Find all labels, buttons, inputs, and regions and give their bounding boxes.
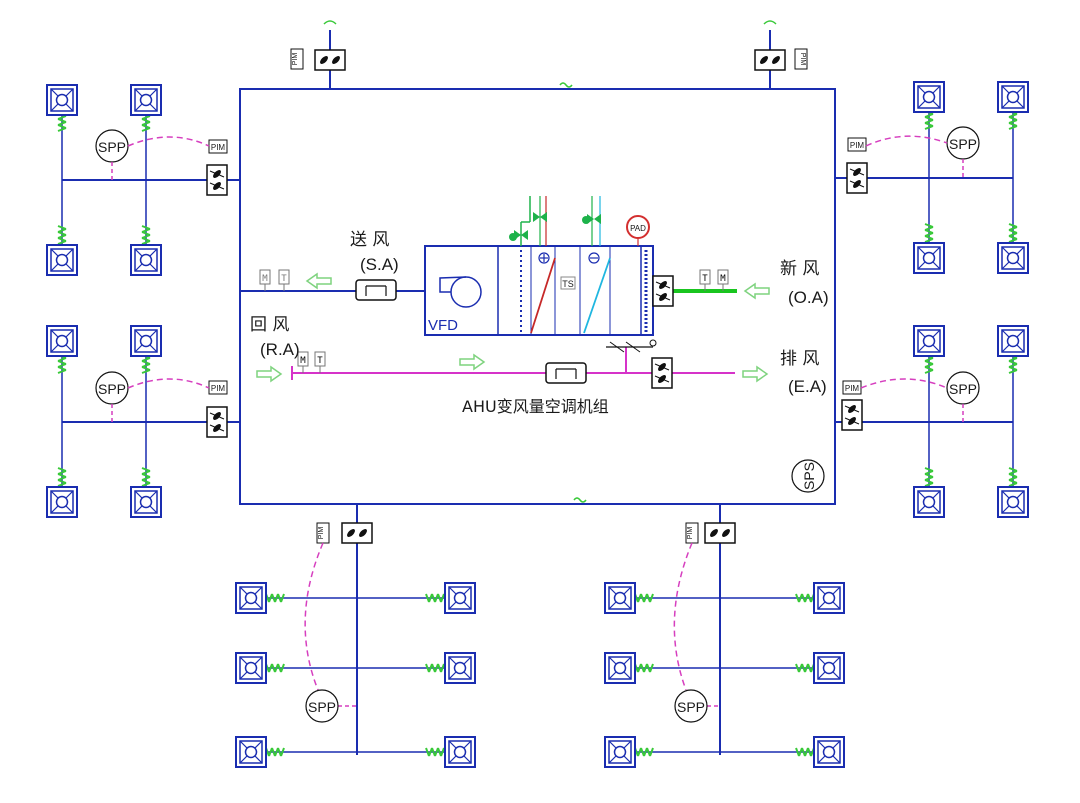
svg-text:PIM: PIM — [318, 527, 325, 540]
vav-terminal-icon — [46, 244, 78, 276]
pressure-sensor-icon: PAD — [626, 215, 650, 246]
zone-group-left-bottom: PIM SPP — [46, 325, 240, 518]
vav-terminal-icon — [913, 81, 945, 113]
vav-terminal-icon — [130, 244, 162, 276]
filter-icon — [355, 279, 397, 301]
vav-terminal-icon — [913, 242, 945, 274]
fresh-air-label: 新 风 — [780, 259, 819, 279]
svg-text:T: T — [317, 356, 323, 366]
vav-terminal-icon — [46, 84, 78, 116]
svg-text:SPP: SPP — [308, 699, 336, 715]
vav-terminal-icon — [604, 652, 636, 684]
zone-group-bottom-right: SPP — [604, 542, 845, 768]
supply-duct-loop — [239, 20, 836, 755]
svg-text:M: M — [300, 356, 306, 366]
vav-terminal-icon — [444, 652, 476, 684]
svg-text:PIM: PIM — [211, 384, 226, 393]
fresh-air-code: (O.A) — [788, 288, 829, 307]
svg-text:PIM: PIM — [292, 53, 299, 66]
vav-terminal-icon — [997, 81, 1029, 113]
vav-terminal-icon — [444, 736, 476, 768]
vav-terminal-icon — [130, 486, 162, 518]
svg-text:SPP: SPP — [98, 139, 126, 155]
vav-terminal-icon — [913, 325, 945, 357]
svg-text:PIM: PIM — [845, 384, 860, 393]
arrow-exhaust — [742, 366, 768, 382]
svg-text:SPP: SPP — [98, 381, 126, 397]
ahu-title: AHU变风量空调机组 — [462, 397, 609, 416]
vav-terminal-icon — [235, 652, 267, 684]
vav-terminal-icon — [444, 582, 476, 614]
zone-group-bottom-left: SPP — [235, 542, 476, 768]
svg-text:M: M — [262, 274, 268, 284]
exhaust-air-label: 排 风 — [780, 349, 819, 369]
filter-icon — [545, 362, 587, 384]
zone-group-right-bottom: PIM SPP — [835, 325, 1029, 518]
vav-terminal-icon — [235, 736, 267, 768]
vav-terminal-icon — [997, 242, 1029, 274]
pim-box-top-left: PIM — [290, 48, 304, 70]
svg-text:PIM: PIM — [850, 141, 865, 150]
arrow-supply — [306, 273, 332, 289]
return-air-label: 回 风 — [250, 315, 289, 335]
arrow-return — [256, 366, 282, 382]
damper-icon — [651, 357, 673, 389]
vav-terminal-icon — [604, 582, 636, 614]
vav-terminal-icon — [235, 582, 267, 614]
svg-text:T: T — [702, 274, 708, 284]
arrow-return-inner — [459, 354, 485, 370]
fan-icon — [439, 276, 482, 308]
vav-terminal-icon — [813, 582, 845, 614]
svg-text:PIM: PIM — [211, 143, 226, 152]
vav-terminal-icon — [813, 652, 845, 684]
vav-terminal-icon — [130, 84, 162, 116]
svg-text:VFD: VFD — [428, 317, 458, 334]
exhaust-air-code: (E.A) — [788, 377, 827, 396]
damper-icon — [652, 275, 674, 307]
zone-group-right-top: PIM SPP — [835, 81, 1029, 274]
svg-text:SPP: SPP — [949, 136, 977, 152]
zone-group-left-top: PIM SPP — [46, 84, 240, 276]
svg-text:SPS: SPS — [801, 462, 817, 490]
vav-terminal-icon — [813, 736, 845, 768]
svg-text:PAD: PAD — [630, 224, 646, 233]
svg-text:SPP: SPP — [949, 381, 977, 397]
ahu-unit: VFD TS — [240, 196, 737, 389]
vav-terminal-icon — [997, 486, 1029, 518]
svg-text:TS: TS — [562, 279, 574, 289]
valve-icon — [509, 196, 601, 246]
pim-box-top-right: PIM — [794, 48, 808, 70]
svg-text:PIM: PIM — [799, 53, 806, 66]
sps-sensor: SPS — [791, 459, 825, 493]
supply-air-label: 送 风 — [350, 230, 389, 250]
vav-terminal-icon — [997, 325, 1029, 357]
svg-text:T: T — [281, 274, 287, 284]
pim-box-bottom-left: PIM — [316, 522, 330, 544]
vav-terminal-icon — [913, 486, 945, 518]
return-air-code: (R.A) — [260, 340, 300, 359]
supply-air-code: (S.A) — [360, 255, 399, 274]
svg-text:M: M — [720, 274, 726, 284]
vav-terminal-icon — [46, 325, 78, 357]
pim-box-bottom-right: PIM — [685, 522, 699, 544]
svg-text:SPP: SPP — [677, 699, 705, 715]
vav-terminal-icon — [130, 325, 162, 357]
vav-terminal-icon — [46, 486, 78, 518]
svg-text:PIM: PIM — [687, 527, 694, 540]
vav-terminal-icon — [604, 736, 636, 768]
arrow-fresh — [744, 283, 770, 299]
